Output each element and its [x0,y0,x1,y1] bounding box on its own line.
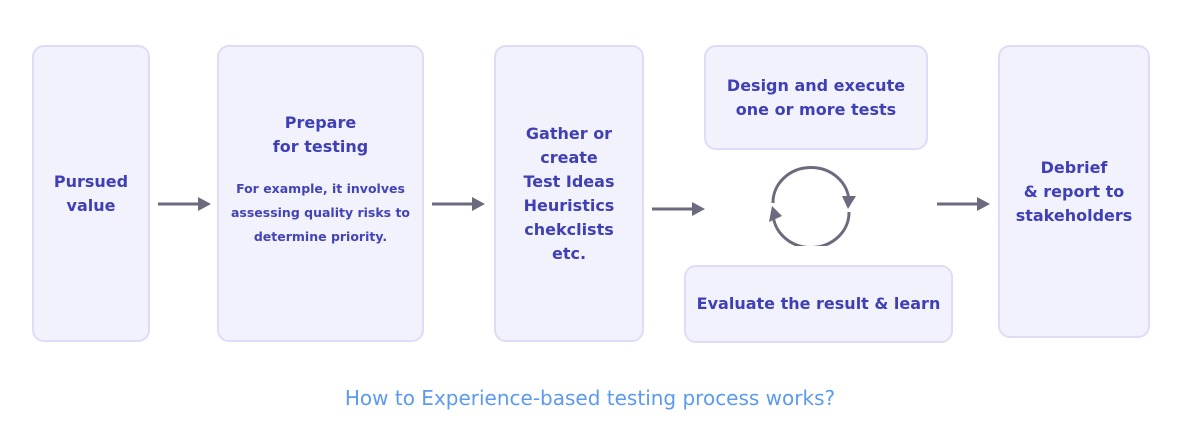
title-line: for testing [272,137,369,156]
step-title: Evaluate the result & learn [697,292,941,316]
step-title: Pursued value [54,170,128,218]
step-title: Gather or create Test Ideas Heuristics c… [524,122,615,266]
right-arrow-icon [937,197,990,211]
title-line: Test Ideas [523,171,615,191]
title-line: value [66,195,116,215]
step-detail: For example, it involves assessing quali… [231,177,410,249]
step-debrief: Debrief & report to stakeholders [998,45,1150,338]
title-line: create [540,147,598,167]
title-line: Pursued [53,171,129,191]
title-line: Debrief [1040,157,1108,177]
right-arrow-icon [432,197,485,211]
step-title: Debrief & report to stakeholders [1016,156,1133,228]
right-arrow-icon [652,202,705,216]
step-design: Design and execute one or more tests [704,45,928,150]
title-line: one or more tests [735,99,897,119]
right-arrow-icon [158,197,211,211]
detail-line: For example, it involves [236,181,405,196]
title-line: Gather or [525,123,613,143]
title-line: etc. [551,243,587,263]
step-gather: Gather or create Test Ideas Heuristics c… [494,45,644,342]
title-line: Design and execute [726,75,906,95]
title-line: Prepare [284,113,357,132]
detail-line: determine priority. [253,229,388,244]
step-prepare: Prepare for testing For example, it invo… [217,45,424,342]
step-title: Prepare for testing [273,111,368,159]
title-line: & report to [1023,181,1125,201]
step-pursued-value: Pursued value [32,45,150,342]
title-line: chekclists [524,219,614,239]
title-line: Heuristics [523,195,615,215]
step-evaluate: Evaluate the result & learn [684,265,953,343]
title-line: stakeholders [1015,205,1133,225]
detail-line: assessing quality risks to [230,205,411,220]
step-title: Design and execute one or more tests [727,74,905,122]
cycle-arrows-icon [769,166,856,246]
title-line: Evaluate the result & learn [696,294,941,313]
diagram-caption: How to Experience-based testing process … [344,386,836,410]
